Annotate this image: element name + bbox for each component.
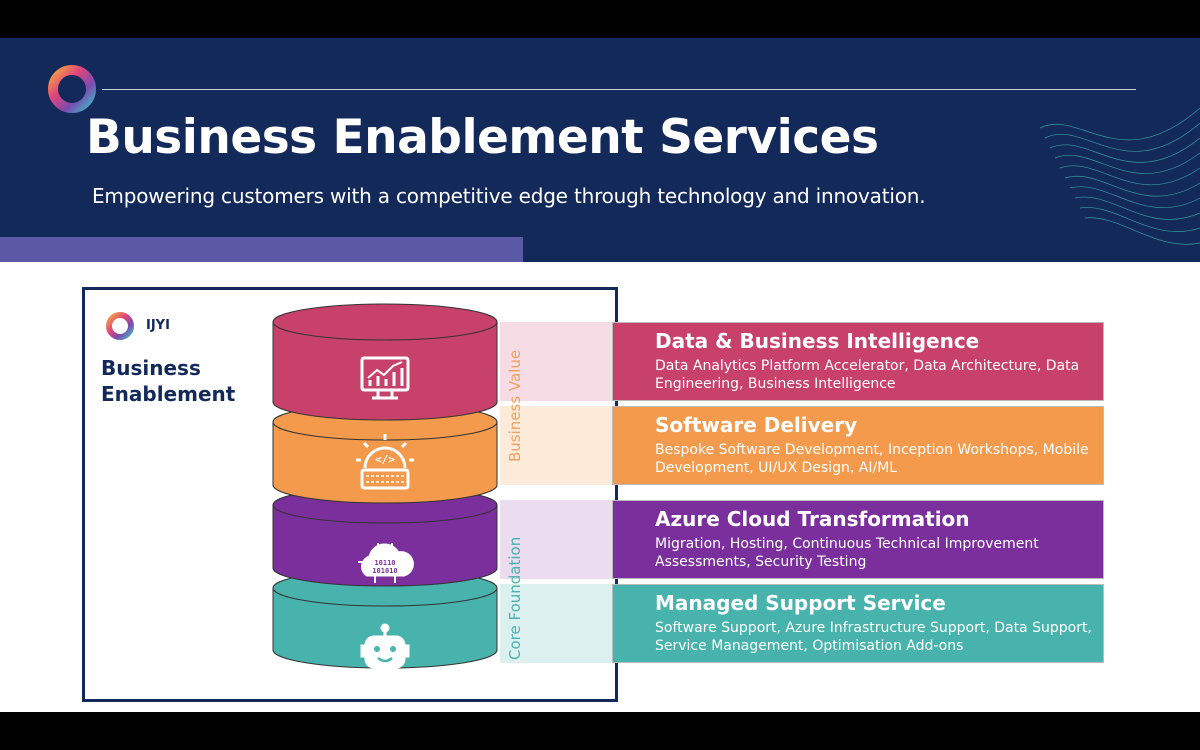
panel-title-line2: Enablement bbox=[101, 381, 235, 407]
service-description: Migration, Hosting, Continuous Technical… bbox=[655, 535, 1095, 571]
service-description: Software Support, Azure Infrastructure S… bbox=[655, 619, 1095, 655]
service-description: Bespoke Software Development, Inception … bbox=[655, 441, 1095, 477]
cylinder-data-bi bbox=[273, 304, 497, 420]
svg-text:10110: 10110 bbox=[374, 559, 395, 567]
service-title: Azure Cloud Transformation bbox=[655, 507, 970, 531]
svg-text:101010: 101010 bbox=[372, 567, 397, 575]
brand-logo-icon bbox=[104, 310, 136, 342]
wave-decoration-icon bbox=[1040, 68, 1200, 262]
svg-text:</>: </> bbox=[375, 453, 395, 466]
service-stack: </> 10110 101010 bbox=[270, 300, 500, 680]
header-banner: Business Enablement Services Empowering … bbox=[0, 38, 1200, 262]
page-subtitle: Empowering customers with a competitive … bbox=[92, 184, 925, 208]
service-card-software: Software Delivery Bespoke Software Devel… bbox=[612, 406, 1104, 485]
header-rule bbox=[102, 89, 1136, 90]
service-card-azure: Azure Cloud Transformation Migration, Ho… bbox=[612, 500, 1104, 579]
core-foundation-label: Core Foundation bbox=[506, 537, 524, 660]
business-value-label: Business Value bbox=[506, 350, 524, 462]
page-title: Business Enablement Services bbox=[86, 110, 878, 165]
panel-title: Business Enablement bbox=[101, 355, 235, 407]
slide: Business Enablement Services Empowering … bbox=[0, 38, 1200, 712]
panel-title-line1: Business bbox=[101, 355, 235, 381]
accent-bar bbox=[0, 237, 523, 262]
service-description: Data Analytics Platform Accelerator, Dat… bbox=[655, 357, 1095, 393]
company-logo-icon bbox=[46, 63, 98, 115]
brand-name: IJYI bbox=[146, 318, 170, 333]
service-title: Managed Support Service bbox=[655, 591, 946, 615]
service-title: Software Delivery bbox=[655, 413, 857, 437]
service-card-support: Managed Support Service Software Support… bbox=[612, 584, 1104, 663]
service-title: Data & Business Intelligence bbox=[655, 329, 979, 353]
service-card-data-bi: Data & Business Intelligence Data Analyt… bbox=[612, 322, 1104, 401]
